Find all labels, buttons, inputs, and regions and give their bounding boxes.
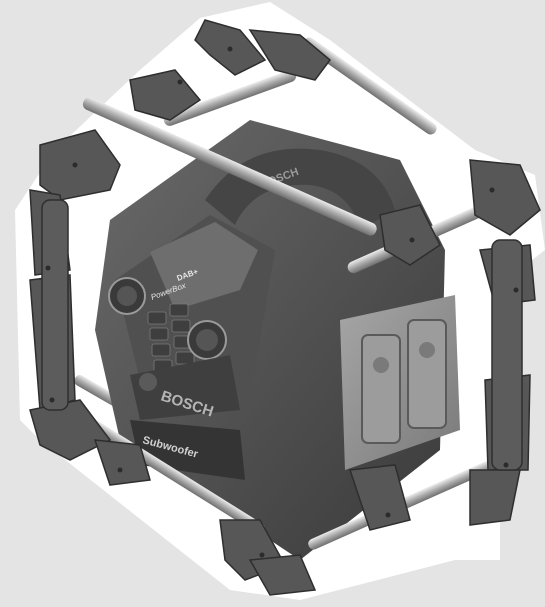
front-grille [130,355,240,420]
preset-buttons [147,303,195,373]
socket-icon [373,357,389,373]
bosch-logo-icon [139,373,157,391]
roll-cage [29,19,541,596]
outlet-cover-right [407,319,447,429]
outlet-panel [340,295,460,470]
outlet-cover-left [361,334,401,444]
front-panel: DAB+ PowerBox BOSCH Subwoofer [108,215,275,480]
display-screen [150,222,258,310]
